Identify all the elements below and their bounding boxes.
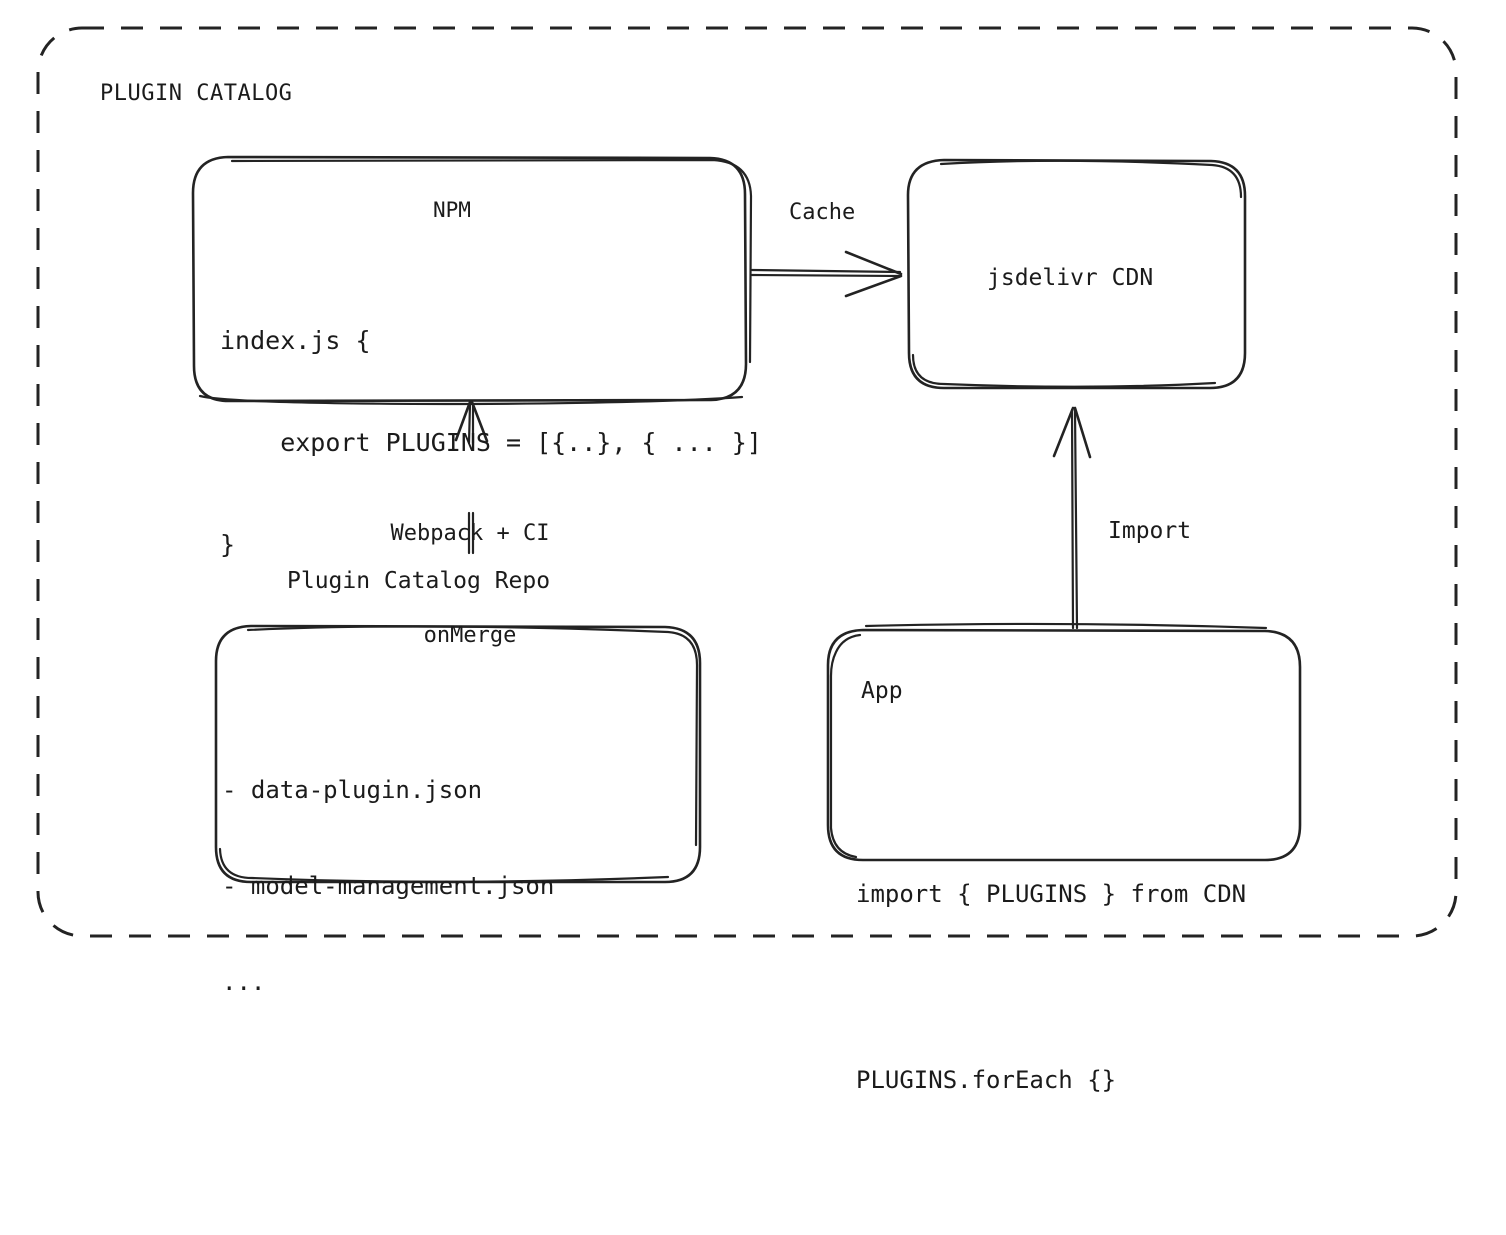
npm-code-line: index.js {	[220, 326, 371, 355]
repo-caption: Plugin Catalog Repo	[287, 568, 551, 594]
cache-edge-label: Cache	[789, 200, 856, 225]
plugin-catalog-frame	[36, 26, 1458, 938]
repo-file-item: ...	[222, 968, 266, 996]
cdn-box	[906, 158, 1247, 390]
repo-file-item: - data-plugin.json	[222, 776, 483, 804]
build-edge-label-line1: Webpack + CI	[390, 521, 550, 546]
import-edge-label: Import	[1108, 518, 1192, 544]
app-title: App	[861, 678, 903, 704]
diagram-vector-layer	[36, 26, 1458, 938]
app-code-line: PLUGINS.forEach {}	[856, 1066, 1117, 1094]
npm-title: NPM	[433, 198, 471, 222]
npm-code-line: }	[220, 530, 236, 559]
build-edge-label-line2: onMerge	[423, 623, 517, 648]
repo-file-list: - data-plugin.json - model-management.js…	[222, 710, 554, 1062]
build-arrow	[454, 400, 489, 555]
repo-box	[214, 624, 702, 884]
import-arrow	[1052, 406, 1092, 630]
npm-code-line: export PLUGINS = [{..}, { ... }]	[220, 428, 762, 457]
frame-title: PLUGIN CATALOG	[100, 81, 293, 106]
cdn-title: jsdelivr CDN	[987, 265, 1154, 291]
npm-code-block: index.js { export PLUGINS = [{..}, { ...…	[220, 256, 762, 630]
repo-file-item: - model-management.json	[222, 872, 555, 900]
app-code-block: import { PLUGINS } from CDN PLUGINS.forE…	[856, 739, 1246, 1235]
app-box	[826, 622, 1302, 862]
cache-arrow	[750, 250, 903, 298]
diagram-canvas: PLUGIN CATALOG NPM index.js { export PLU…	[36, 26, 1458, 1094]
build-edge-label: Webpack + CI onMerge	[373, 449, 567, 721]
app-code-line: import { PLUGINS } from CDN	[856, 880, 1247, 908]
